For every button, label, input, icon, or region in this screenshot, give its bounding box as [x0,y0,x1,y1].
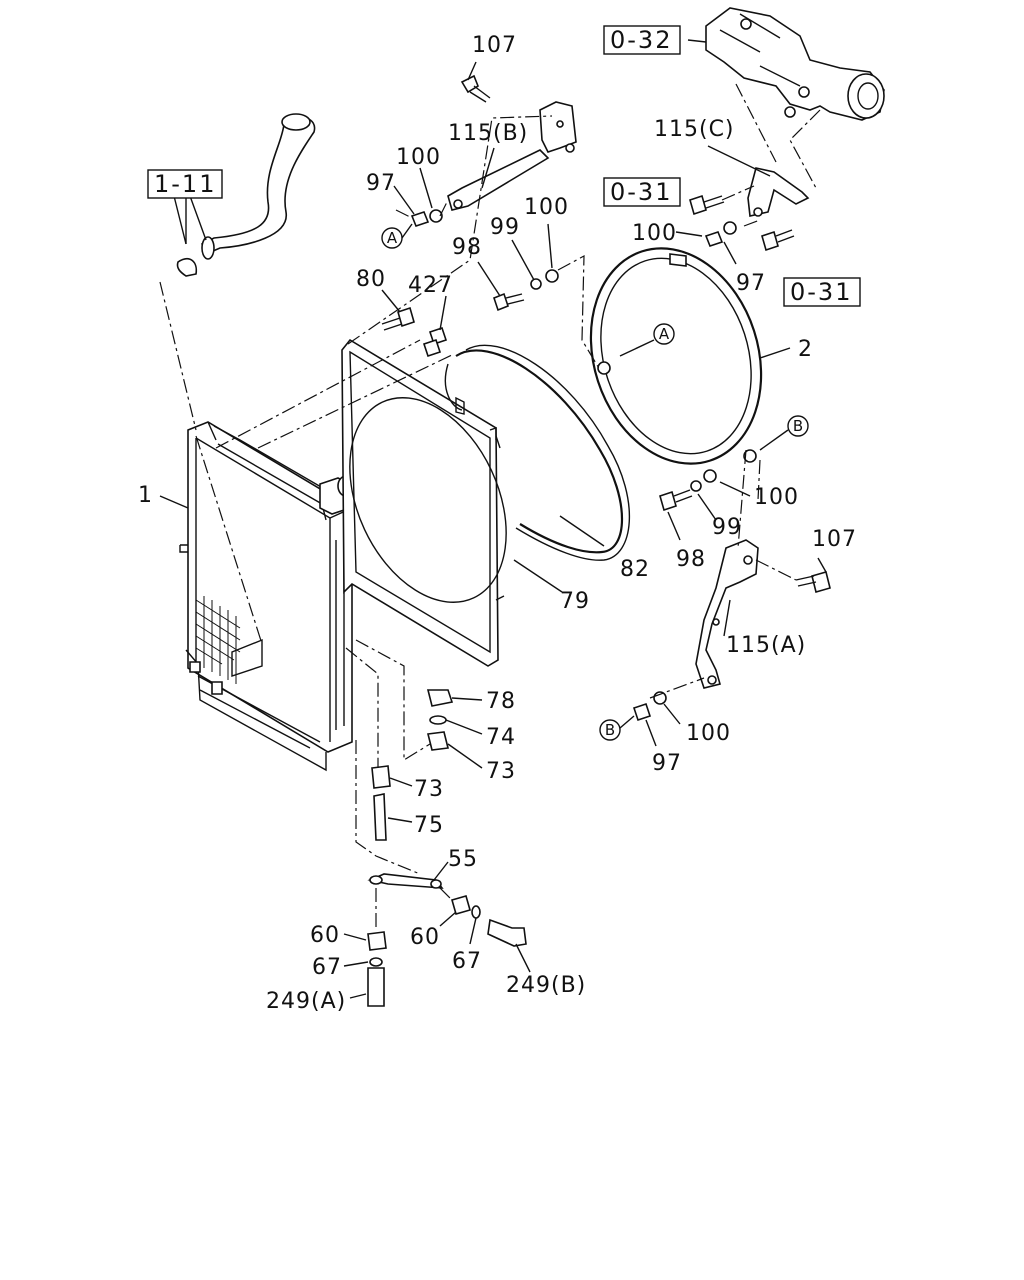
callout-75: 75 [414,813,444,838]
callout-97-ring: 97 [736,271,766,296]
bracket-115b [447,101,577,211]
callout-99-right: 99 [712,515,742,540]
assembly-lines [215,83,821,930]
callout-73-right: 73 [486,759,516,784]
circle-markers [381,223,809,741]
drain-bracket-55 [367,873,444,889]
callout-249a: 249(A) [266,989,346,1014]
callout-100-top: 100 [396,145,441,170]
callout-67-right: 67 [452,949,482,974]
marker-b-lower: B [605,721,615,739]
callout-55: 55 [448,847,478,872]
callout-115c: 115(C) [654,117,735,142]
fan-shroud [341,338,507,667]
callout-100-lower: 100 [686,721,731,746]
fan-guard-ring [589,247,763,465]
callout-73-left: 73 [414,777,444,802]
ref-box-0-31-upper: 0-31 [610,178,672,206]
leader-lines [159,39,827,999]
callout-79: 79 [560,589,590,614]
ref-box-0-32: 0-32 [610,26,672,54]
marker-a-top: A [387,229,398,247]
fan-ring [444,344,631,561]
callout-60-right: 60 [410,925,440,950]
callout-60-left: 60 [310,923,340,948]
bracket-115c [747,167,810,217]
callout-2: 2 [798,337,813,362]
marker-a-ring: A [659,325,670,343]
callout-98-right: 98 [676,547,706,572]
callout-100-right: 100 [754,485,799,510]
callout-82: 82 [620,557,650,582]
callout-115b: 115(B) [448,121,528,146]
marker-b-ring: B [793,417,803,435]
callout-78: 78 [486,689,516,714]
radiator-core [179,421,355,772]
callout-115a: 115(A) [726,633,806,658]
callout-99-top: 99 [490,215,520,240]
callout-80: 80 [356,267,386,292]
reference-boxes [147,25,861,307]
callout-67-left: 67 [312,955,342,980]
callout-100-mid: 100 [632,221,677,246]
fasteners [367,74,831,1007]
callout-107-right: 107 [812,527,857,552]
callout-427: 427 [408,273,453,298]
callout-97-top: 97 [366,171,396,196]
water-outlet-housing [705,7,885,121]
callout-1: 1 [138,483,153,508]
ref-box-1-11: 1-11 [154,170,216,198]
ref-box-0-31-lower: 0-31 [790,278,852,306]
callout-97-lower: 97 [652,751,682,776]
upper-hose [176,113,316,277]
callout-107-top: 107 [472,33,517,58]
callout-100-upper: 100 [524,195,569,220]
bracket-115a [695,539,759,689]
callout-74: 74 [486,725,516,750]
callout-98-top: 98 [452,235,482,260]
callout-249b: 249(B) [506,973,586,998]
